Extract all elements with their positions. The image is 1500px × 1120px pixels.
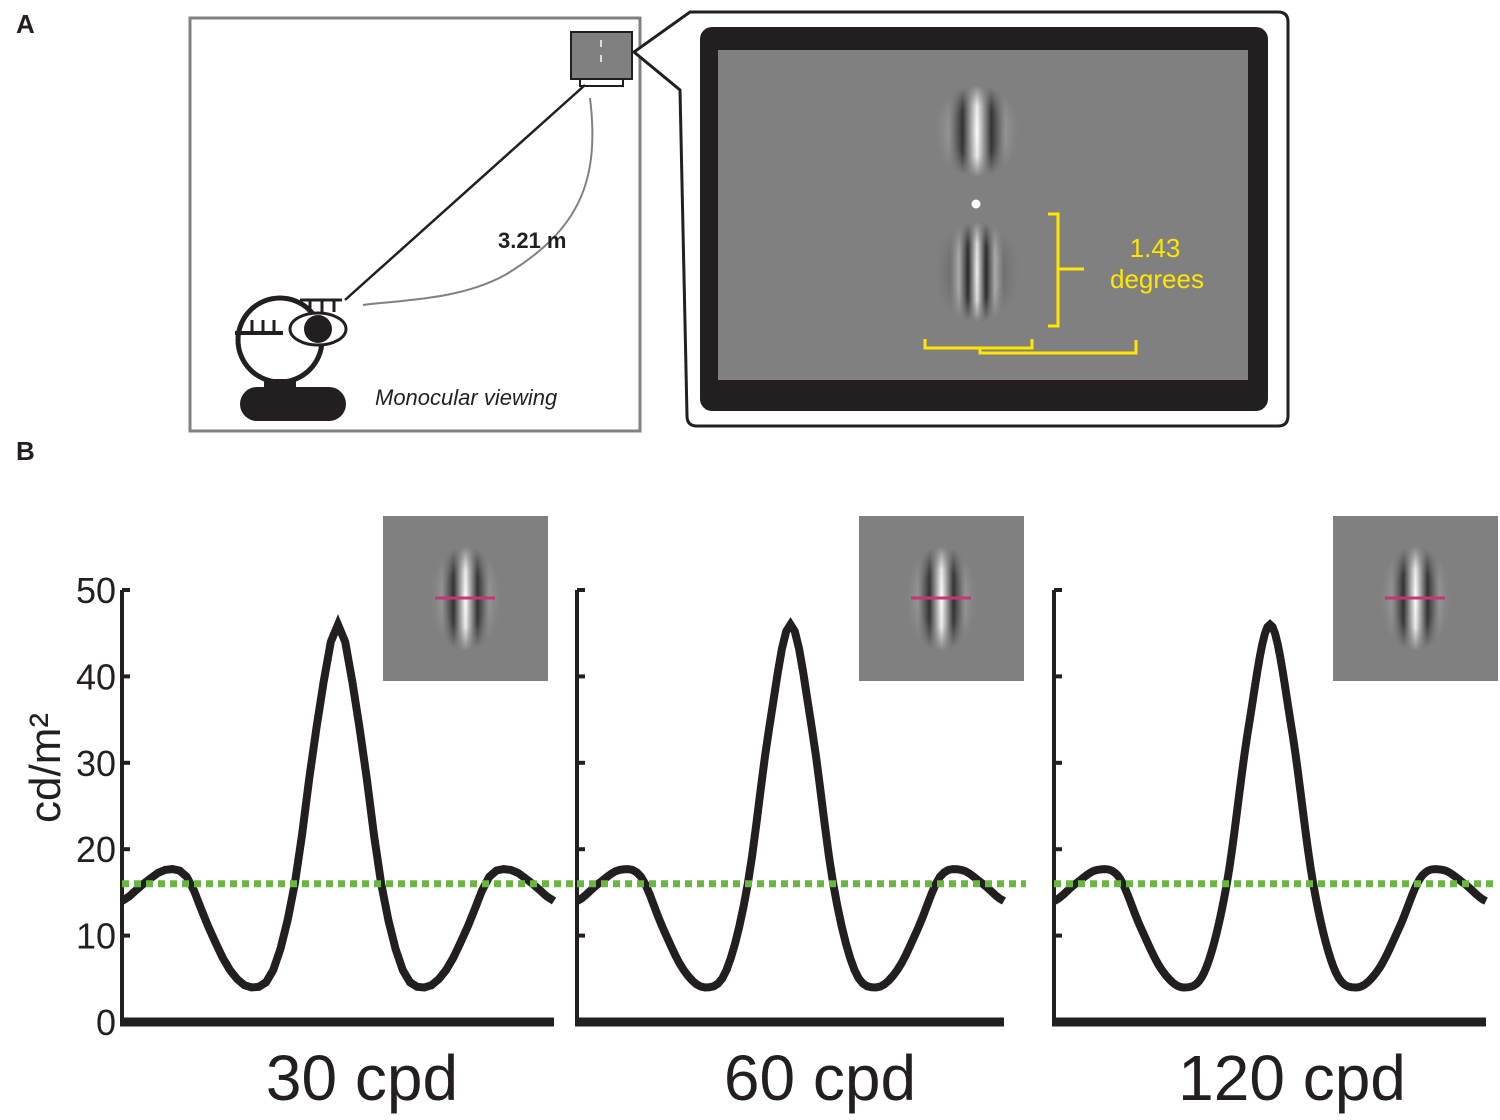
luminance-curve xyxy=(1052,619,1488,992)
panel-b-label: B xyxy=(16,436,35,466)
y-tick-label: 40 xyxy=(76,656,116,697)
upper-gabor-stimulus xyxy=(932,85,1022,177)
angle-value: 1.43 xyxy=(1130,233,1181,263)
y-tick-label: 10 xyxy=(76,916,116,957)
y-tick-label: 20 xyxy=(76,829,116,870)
chart-panel-3: 120 cpd xyxy=(1052,516,1498,1114)
fixation-dot xyxy=(971,199,981,209)
chart-title: 120 cpd xyxy=(1178,1042,1406,1114)
lower-gabor-stimulus xyxy=(932,222,1022,322)
observer-icon xyxy=(235,295,348,421)
luminance-curve xyxy=(119,614,557,992)
chart-panel-1: 0 10 20 30 40 50 30 cpd xyxy=(76,516,576,1114)
chart-panel-2: 60 cpd xyxy=(575,516,1026,1114)
angle-brackets xyxy=(923,212,1138,355)
viewing-label: Monocular viewing xyxy=(375,385,558,410)
y-tick-label: 0 xyxy=(96,1002,116,1043)
chart-title: 60 cpd xyxy=(724,1042,916,1114)
angle-unit: degrees xyxy=(1110,264,1204,294)
projector-icon xyxy=(570,31,633,87)
y-axis-title: cd/m² xyxy=(21,713,70,823)
sight-line xyxy=(344,84,586,301)
panel-a-label: A xyxy=(16,9,35,39)
y-tick-label: 50 xyxy=(76,570,116,611)
luminance-curve xyxy=(575,617,1006,992)
chart-title: 30 cpd xyxy=(266,1042,458,1114)
distance-arc xyxy=(362,97,594,306)
plots: 0 10 20 30 40 50 30 cpd 60 cpd 120 cpd xyxy=(76,516,1498,1114)
y-tick-label: 30 xyxy=(76,743,116,784)
distance-label: 3.21 m xyxy=(498,228,567,253)
